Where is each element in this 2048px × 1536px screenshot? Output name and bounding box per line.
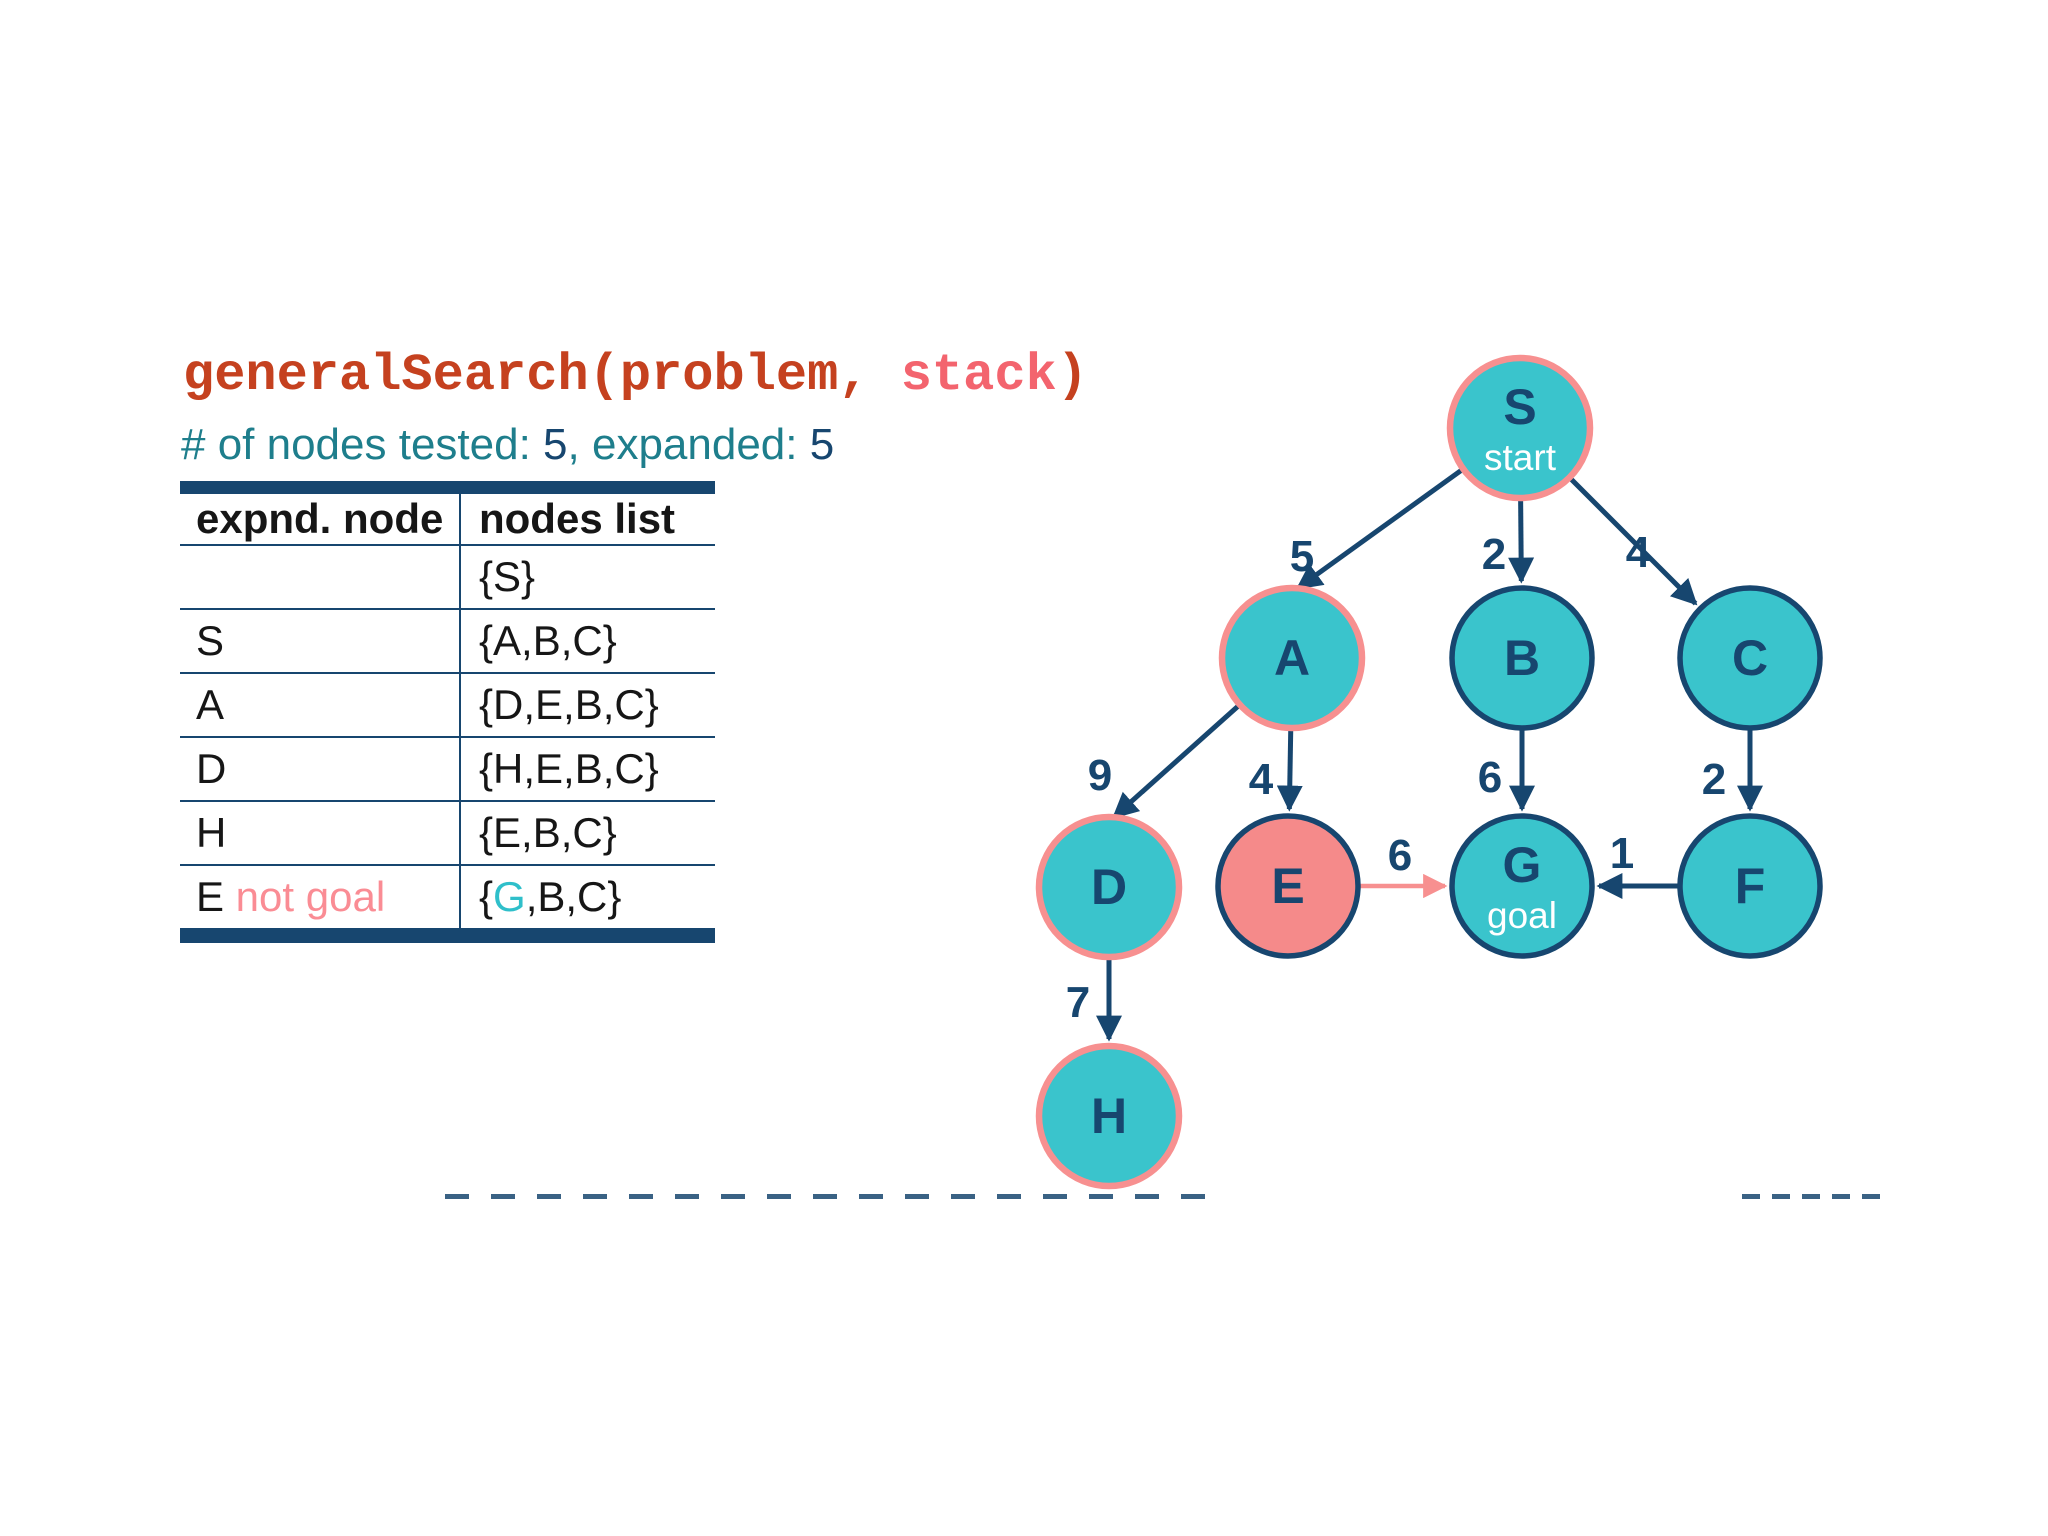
edge-weight-S-A: 5 [1290, 532, 1314, 581]
title-main-segment: generalSearch(problem, [183, 346, 901, 405]
node-label-D: D [1091, 859, 1127, 915]
node-label-G: G [1503, 837, 1542, 893]
not-goal-note: not goal [224, 873, 386, 920]
expanded-node-cell: H [180, 801, 461, 866]
edge-layer [1096, 425, 1763, 1042]
edge-weight-E-G: 6 [1388, 831, 1412, 880]
nodes-list-cell: {E,B,C} [460, 801, 715, 866]
graph-node-E [1215, 813, 1361, 959]
list-segment: {E,B,C} [479, 809, 617, 856]
edge-S-A [1295, 425, 1522, 591]
edge-weight-B-G: 6 [1478, 753, 1502, 802]
expanded-node-cell: A [180, 673, 461, 738]
expanded-node-letter: H [196, 809, 227, 856]
table-row: H {E,B,C} [180, 801, 715, 866]
edge-weight-D-H: 7 [1066, 978, 1090, 1027]
edge-weight-F-G: 1 [1610, 829, 1634, 878]
expanded-node-letter: D [196, 745, 227, 792]
nodes-list-cell: {H,E,B,C} [460, 737, 715, 802]
table-row: {S} [180, 545, 715, 610]
title-stack-argument: stack [900, 346, 1057, 405]
graph-node-C [1677, 585, 1823, 731]
expanded-count: 5 [809, 420, 835, 469]
graph-node-B [1449, 585, 1595, 731]
list-segment: {D,E,B,C} [479, 681, 659, 728]
node-sublabel-S: start [1484, 437, 1557, 478]
footer-clipped-text-left [445, 1194, 1207, 1199]
table-row: E not goal{G,B,C} [180, 865, 715, 936]
goal-node-in-list: G [493, 873, 526, 920]
expanded-node-letter: E [196, 873, 225, 920]
table-header-row: expnd. node nodes list [180, 487, 715, 546]
edge-weight-A-D: 9 [1088, 751, 1112, 800]
graph-node-A [1218, 584, 1366, 732]
nodes-list-cell: {D,E,B,C} [460, 673, 715, 738]
node-label-H: H [1091, 1088, 1127, 1144]
column-header-nodes-list: nodes list [460, 487, 715, 546]
nodes-list-cell: {A,B,C} [460, 609, 715, 674]
page-title: generalSearch(problem, stack) [183, 348, 1088, 404]
graph-node-H [1035, 1042, 1183, 1190]
edge-S-C [1518, 426, 1698, 606]
list-segment: {A,B,C} [479, 617, 617, 664]
summary-prefix: # of nodes tested: [181, 420, 544, 469]
graph-node-G [1449, 813, 1595, 959]
node-label-C: C [1732, 630, 1768, 686]
edge-weight-A-E: 4 [1249, 755, 1274, 804]
list-segment: ,B,C} [525, 873, 622, 920]
list-segment: { [479, 873, 494, 920]
node-sublabel-G: goal [1487, 895, 1557, 936]
edge-label-layer: 5 2 4 9 4 6 2 6 1 7 [1066, 528, 1726, 1027]
expanded-node-cell: D [180, 737, 461, 802]
edge-weight-S-C: 4 [1626, 528, 1651, 577]
table-row: A {D,E,B,C} [180, 673, 715, 738]
search-trace-table: expnd. node nodes list {S} S {A,B,C} A {D,E,… [180, 481, 715, 943]
expanded-node-cell: S [180, 609, 461, 674]
nodes-list-cell: {S} [460, 545, 715, 610]
graph-node-D [1035, 813, 1183, 961]
graph-node-F [1677, 813, 1823, 959]
expanded-node-cell: E not goal [180, 865, 461, 936]
edge-weight-C-F: 2 [1702, 755, 1726, 804]
table-row: S {A,B,C} [180, 609, 715, 674]
column-header-expanded-node: expnd. node [180, 487, 461, 546]
node-label-E: E [1271, 858, 1304, 914]
tested-count: 5 [543, 420, 568, 469]
nodes-list-cell: {G,B,C} [460, 865, 715, 936]
nodes-count-summary: # of nodes tested: 5, expanded: 5 [181, 420, 834, 470]
expanded-node-letter: A [196, 681, 225, 728]
edge-A-E [1276, 657, 1303, 812]
footer-clipped-text-right [1742, 1194, 1888, 1199]
table-row: D {H,E,B,C} [180, 737, 715, 802]
title-close-paren: ) [1056, 346, 1088, 405]
edge-A-D [1112, 656, 1294, 819]
graph-node-S [1446, 354, 1594, 502]
edge-weight-S-B: 2 [1482, 530, 1506, 579]
node-label-S: S [1503, 379, 1536, 435]
edge-S-B [1508, 427, 1535, 584]
expanded-node-cell [180, 545, 461, 610]
node-label-A: A [1274, 630, 1310, 686]
list-segment: {S} [479, 553, 536, 600]
node-label-B: B [1504, 630, 1540, 686]
list-segment: {H,E,B,C} [479, 745, 659, 792]
summary-middle: , expanded: [567, 420, 810, 469]
node-label-F: F [1735, 858, 1766, 914]
expanded-node-letter: S [196, 617, 225, 664]
